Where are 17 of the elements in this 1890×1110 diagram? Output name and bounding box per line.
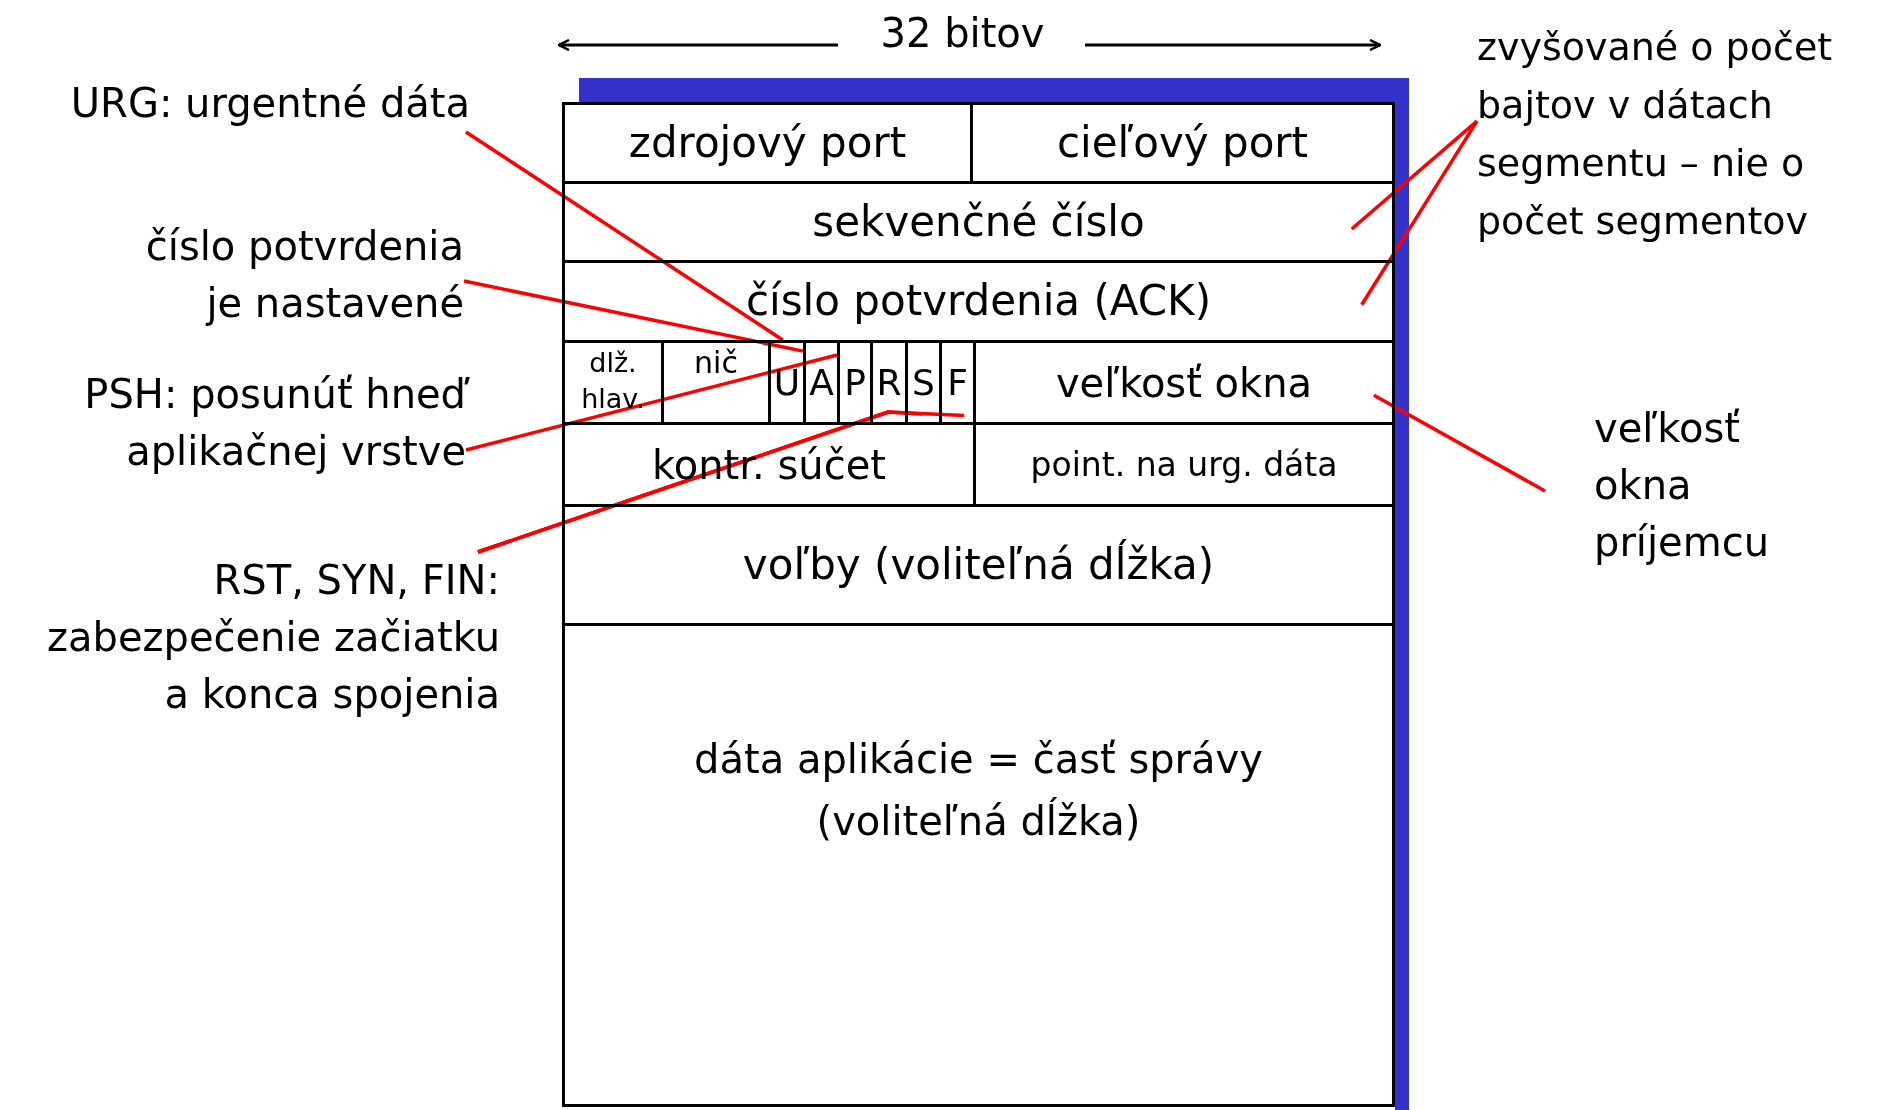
header-field-cell: cieľový port xyxy=(970,102,1395,184)
leader-line xyxy=(1373,393,1546,493)
header-field-cell: dáta aplikácie = časť správy (voliteľná dĺžka) xyxy=(562,623,1395,1107)
annotation-text: číslo potvrdenia je nastavené xyxy=(114,218,464,333)
leader-line xyxy=(463,279,804,353)
header-field-cell: voľby (voliteľná dĺžka) xyxy=(562,504,1395,626)
leader-line xyxy=(464,130,784,342)
header-field-cell: zdrojový port xyxy=(562,102,973,184)
annotation-text: RST, SYN, FIN: zabezpečenie začiatku a konca spojenia xyxy=(40,552,500,725)
leader-line xyxy=(1360,120,1479,306)
leader-line xyxy=(465,353,838,452)
dimension-label: 32 bitov xyxy=(879,9,1046,58)
header-field-cell: sekvenčné číslo xyxy=(562,181,1395,263)
header-field-cell: číslo potvrdenia (ACK) xyxy=(562,260,1395,343)
annotation-text: veľkosť okna príjemcu xyxy=(1545,400,1825,575)
annotation-text: URG: urgentné dáta xyxy=(20,75,470,132)
annotation-text: zvyšované o počet bajtov v dátach segmentu – nie o počet segmentov xyxy=(1477,18,1888,310)
